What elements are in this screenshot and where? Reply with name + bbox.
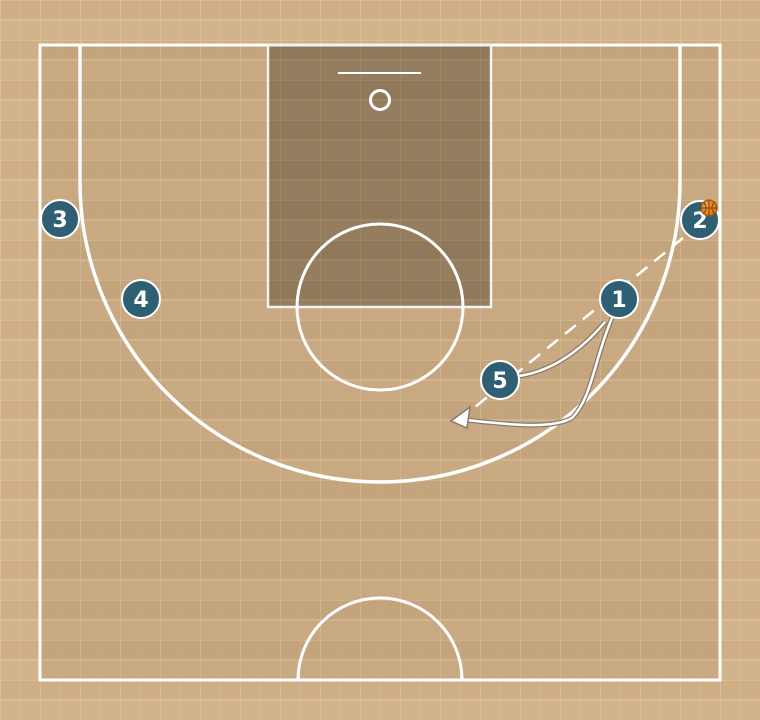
cut-arrowhead-icon [449, 405, 471, 430]
player-circle-icon [599, 279, 639, 319]
court-lines [38, 43, 722, 682]
screen-path [518, 321, 606, 378]
free-throw-circle [295, 222, 465, 392]
player-circle-icon [480, 360, 520, 400]
players: 1 2 3 4 5 [40, 199, 720, 400]
player-label: 5 [492, 369, 507, 394]
lane-lines [266, 43, 493, 309]
cut-path [465, 317, 614, 427]
player-label: 4 [133, 288, 148, 313]
center-circle [296, 596, 464, 681]
basketball-icon [700, 199, 718, 217]
three-point-line [78, 45, 682, 484]
player-1[interactable]: 1 [599, 279, 639, 319]
player-label: 3 [52, 208, 67, 233]
rim [369, 89, 391, 111]
player-circle-icon [40, 199, 80, 239]
player-4[interactable]: 4 [121, 279, 161, 319]
player-label: 1 [611, 288, 626, 313]
player-5[interactable]: 5 [480, 360, 520, 400]
player-label: 2 [692, 209, 707, 234]
player-circle-icon [121, 279, 161, 319]
player-3[interactable]: 3 [40, 199, 80, 239]
paint-area [268, 45, 491, 307]
